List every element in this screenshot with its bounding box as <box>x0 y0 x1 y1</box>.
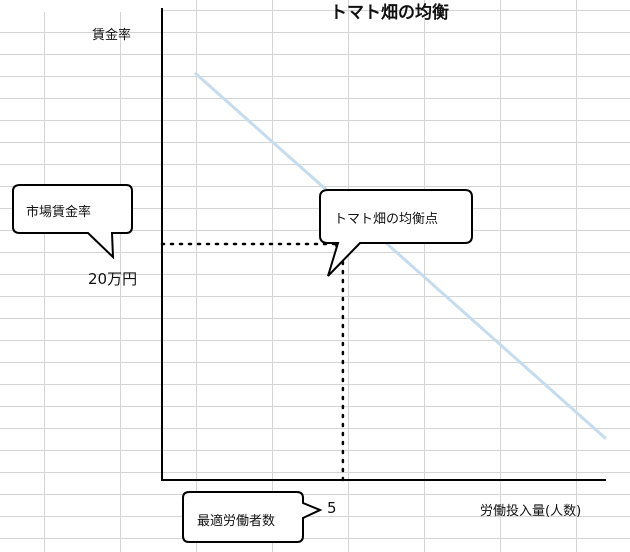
chart-marks <box>160 71 607 482</box>
x-tick-label: 5 <box>327 499 337 517</box>
annotation-optimal-workers: 最適労働者数 <box>197 514 276 529</box>
y-axis-label: 賃金率 <box>92 28 132 43</box>
annotation-equilibrium: トマト畑の均衡点 <box>334 212 439 227</box>
title-background <box>0 0 162 12</box>
callout-equilibrium-bubble <box>319 189 473 277</box>
callout-market-wage-bubble <box>12 184 133 260</box>
chart-title: トマト畑の均衡 <box>330 3 449 23</box>
series-line-0 <box>193 71 607 440</box>
x-axis-label: 労働投入量(人数) <box>480 504 582 519</box>
callout-optimal-workers-bubble <box>182 491 323 543</box>
y-tick-label: 20万円 <box>88 270 138 288</box>
annotation-market-wage: 市場賃金率 <box>26 205 92 220</box>
callouts <box>12 184 473 543</box>
